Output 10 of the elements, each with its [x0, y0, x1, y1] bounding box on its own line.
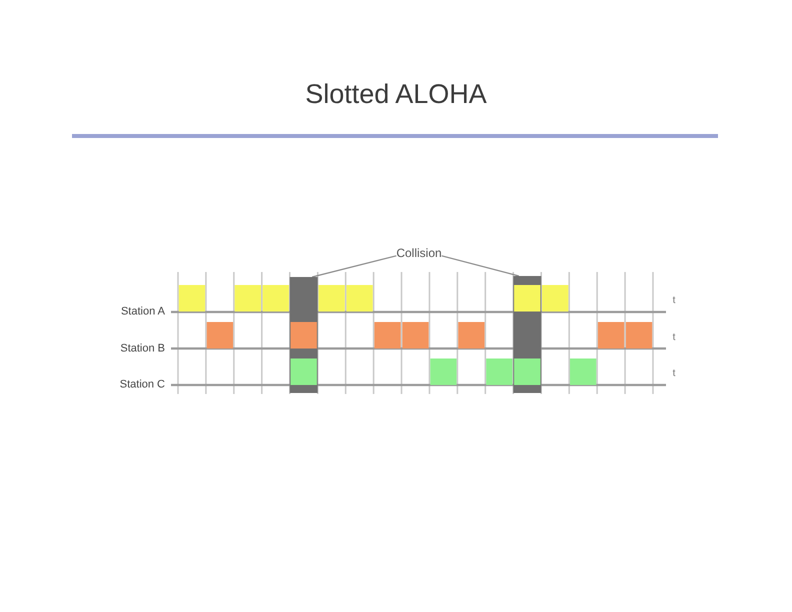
time-axis-label: t	[672, 369, 676, 379]
station-label: Station C	[120, 380, 166, 390]
time-axis-label: t	[672, 296, 676, 306]
leader-line	[442, 255, 520, 277]
leader-line	[312, 255, 396, 278]
slide-title: Slotted ALOHA	[305, 78, 487, 110]
station-label: Station A	[120, 306, 166, 318]
callout-label: Collision	[396, 246, 442, 260]
station-label: Station B	[120, 343, 166, 354]
time-axis-label: t	[672, 333, 676, 343]
